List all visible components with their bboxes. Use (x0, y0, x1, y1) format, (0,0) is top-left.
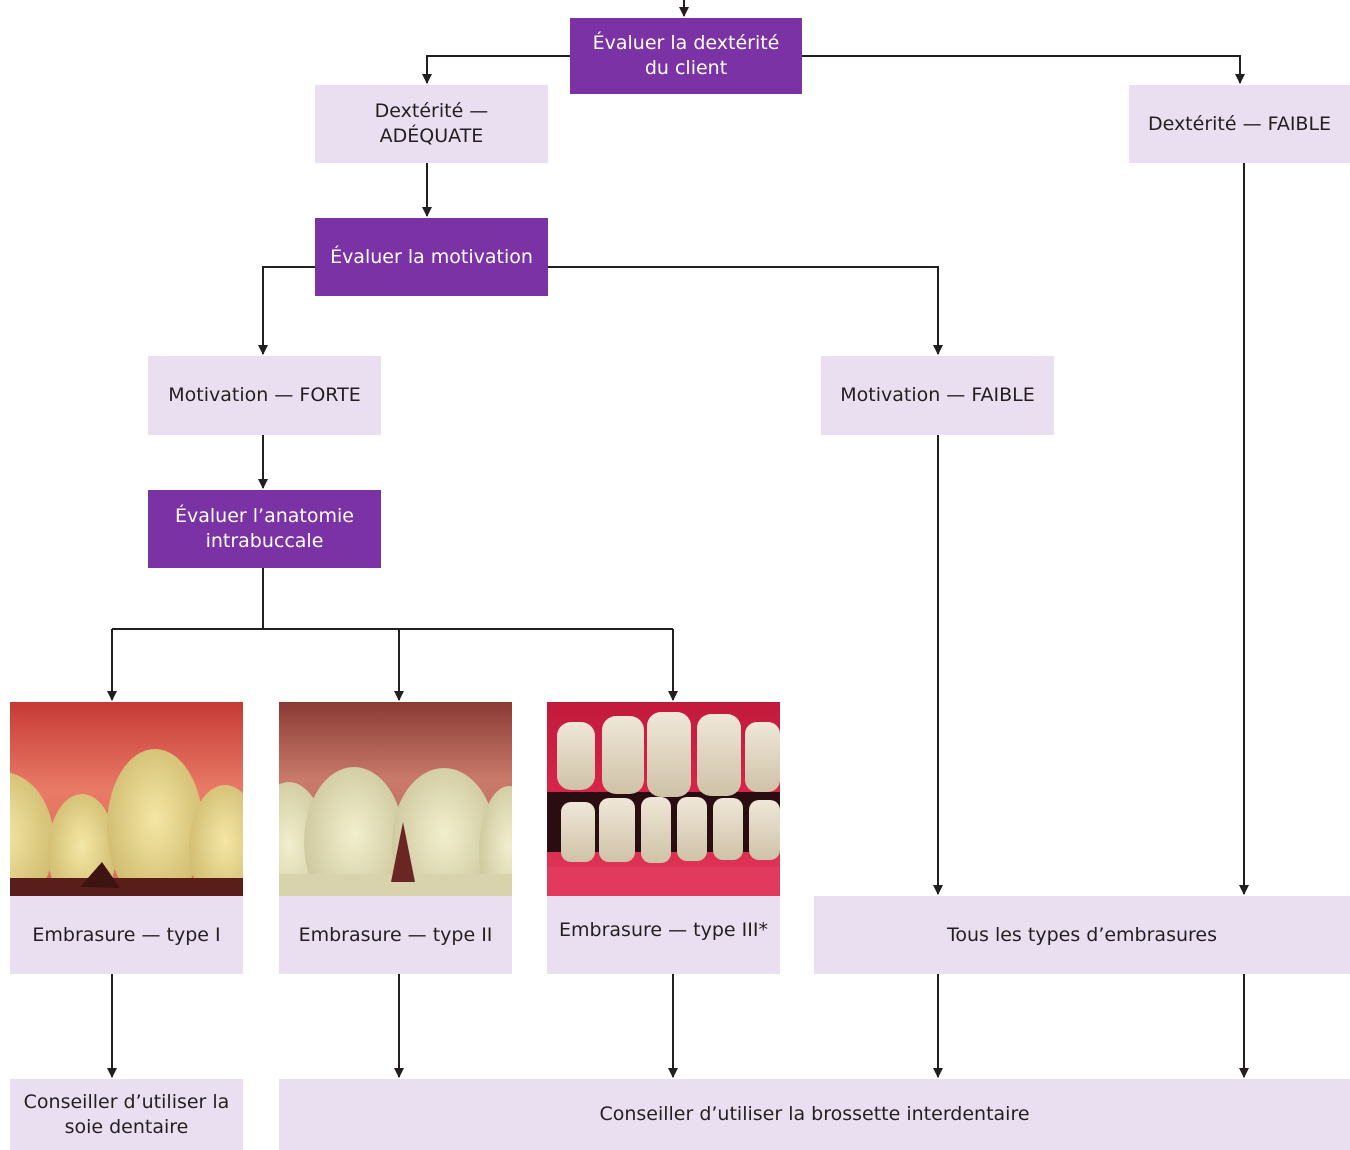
advise-floss-box: Conseiller d’utiliser la soie dentaire (10, 1079, 243, 1150)
arrow-to-dexterity-weak (802, 55, 1245, 84)
eval-motivation-box: Évaluer la motivation (315, 218, 548, 296)
embrasure-type3-box: Embrasure — type III* (547, 896, 780, 974)
embrasure-type1-box: Embrasure — type I (10, 896, 243, 974)
dexterity-adequate-box: Dextérité — ADÉQUATE (315, 85, 548, 163)
photo-embrasure-type-3 (547, 702, 780, 896)
motivation-weak-box: Motivation — FAIBLE (821, 356, 1054, 435)
all-embrasures-box: Tous les types d’embrasures (814, 896, 1350, 974)
eval-anatomy-box: Évaluer l’anatomie intrabuccale (148, 490, 381, 568)
eval-dexterity-box: Évaluer la dextérité du client (570, 18, 802, 94)
photo-embrasure-type-2 (279, 702, 512, 896)
arrow-to-motivation-strong (258, 266, 315, 355)
arrow-to-dexterity-adequate (422, 55, 570, 84)
motivation-strong-box: Motivation — FORTE (148, 356, 381, 435)
advise-brush-box: Conseiller d’utiliser la brossette inter… (279, 1079, 1350, 1150)
arrow-to-motivation-weak (548, 266, 943, 355)
photo-embrasure-type-1 (10, 702, 243, 896)
dexterity-weak-box: Dextérité — FAIBLE (1129, 85, 1350, 163)
embrasure-type2-box: Embrasure — type II (279, 896, 512, 974)
